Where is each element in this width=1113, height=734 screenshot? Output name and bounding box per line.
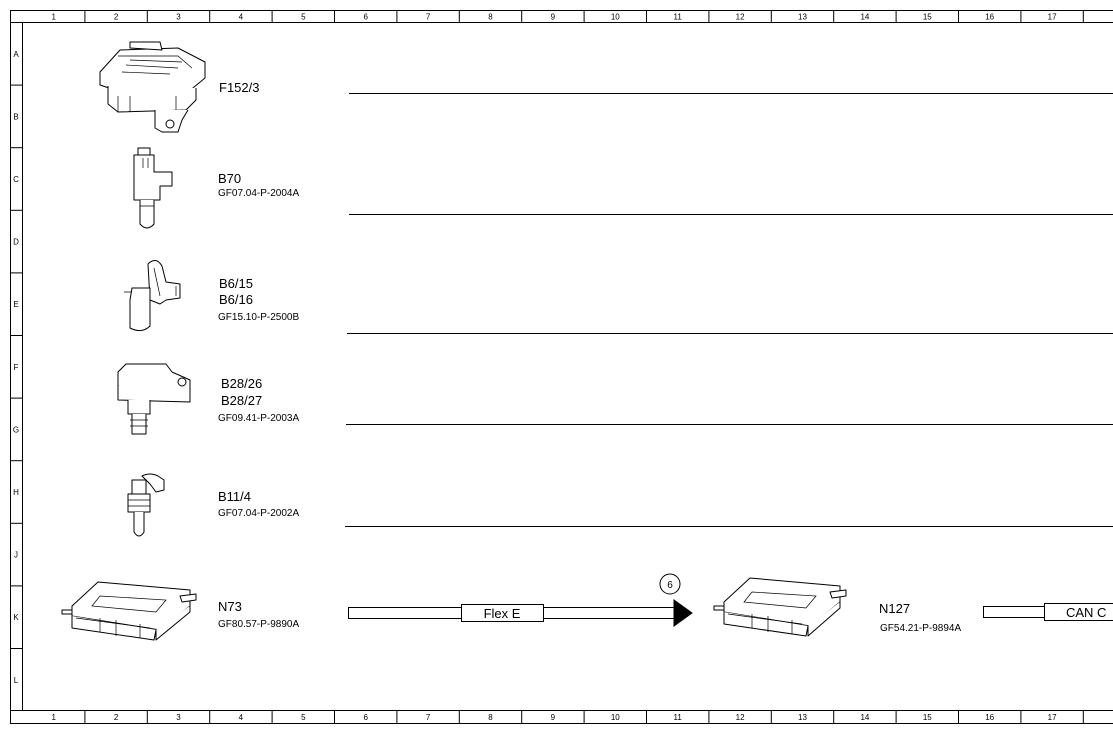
component-code: B6/15 [219,276,253,291]
column-label: 13 [798,13,807,22]
column-label: 11 [674,713,683,722]
component-reference: GF80.57-P-9890A [218,619,299,630]
sensor-icon [133,147,173,229]
column-label: 14 [860,713,869,722]
row-label: D [13,238,19,247]
column-label: 16 [985,13,994,22]
component-code: F152/3 [219,80,259,95]
column-label: 5 [301,713,306,722]
column-label: 17 [1048,713,1057,722]
column-label: 17 [1048,13,1057,22]
pressure-sensor-icon [117,363,191,435]
component-reference: GF15.10-P-2500B [218,312,299,323]
column-label: 6 [363,13,368,22]
column-label: 10 [611,713,620,722]
column-label: 1 [51,13,56,22]
column-label: 4 [239,713,244,722]
column-label: 9 [551,713,556,722]
row-label: H [13,488,19,497]
column-label: 12 [736,13,745,22]
column-label: 2 [114,713,119,722]
row-label: G [13,425,19,434]
sheet-frame [10,10,1113,724]
component-code: B28/26 [221,376,262,391]
column-label: 15 [923,13,932,22]
control-unit-icon [713,577,847,637]
camshaft-sensor-icon [124,260,181,332]
component-code: B70 [218,171,241,186]
component-code: N73 [218,599,242,614]
row-label: B [13,112,18,121]
component-reference: GF09.41-P-2003A [218,413,299,424]
component-reference: GF54.21-P-9894A [880,623,961,634]
column-label: 10 [611,13,620,22]
component-code: B11/4 [218,489,251,504]
step-marker-number: 6 [667,580,673,591]
column-label: 4 [239,13,244,22]
row-label: J [14,551,18,560]
component-reference: GF07.04-P-2002A [218,508,299,519]
row-labels: A B C D E F G H J K L [10,50,22,685]
row-label: E [13,300,18,309]
component-code: B28/27 [221,393,262,408]
row-label: C [13,175,19,184]
column-label: 8 [488,713,493,722]
column-label: 15 [923,713,932,722]
column-label: 5 [301,13,306,22]
column-label: 14 [860,13,869,22]
column-label: 7 [426,713,431,722]
column-label: 7 [426,13,431,22]
can-c-connection: CAN C [983,603,1113,621]
step-marker: 6 [659,573,681,595]
column-label: 2 [114,13,119,22]
control-unit-icon [61,581,197,641]
column-label: 3 [176,13,181,22]
temperature-sensor-icon [127,473,165,537]
column-label: 12 [736,713,745,722]
flex-e-connection: Flex E [348,599,693,627]
row-label: L [14,676,19,685]
row-label: K [13,613,19,622]
column-label: 8 [488,13,493,22]
component-code: B6/16 [219,292,253,307]
component-code: N127 [879,601,910,616]
flex-e-label: Flex E [484,606,521,621]
can-c-label: CAN C [1066,605,1106,620]
column-label: 16 [985,713,994,722]
column-label: 11 [674,13,683,22]
row-label: A [13,50,19,59]
component-reference: GF07.04-P-2004A [218,188,299,199]
column-label: 1 [51,713,56,722]
row-label: F [14,363,19,372]
column-label: 13 [798,713,807,722]
column-label: 3 [176,713,181,722]
column-label: 6 [363,713,368,722]
column-label: 9 [551,13,556,22]
fuse-relay-module-icon [99,41,206,133]
arrow-right-icon [673,599,693,627]
